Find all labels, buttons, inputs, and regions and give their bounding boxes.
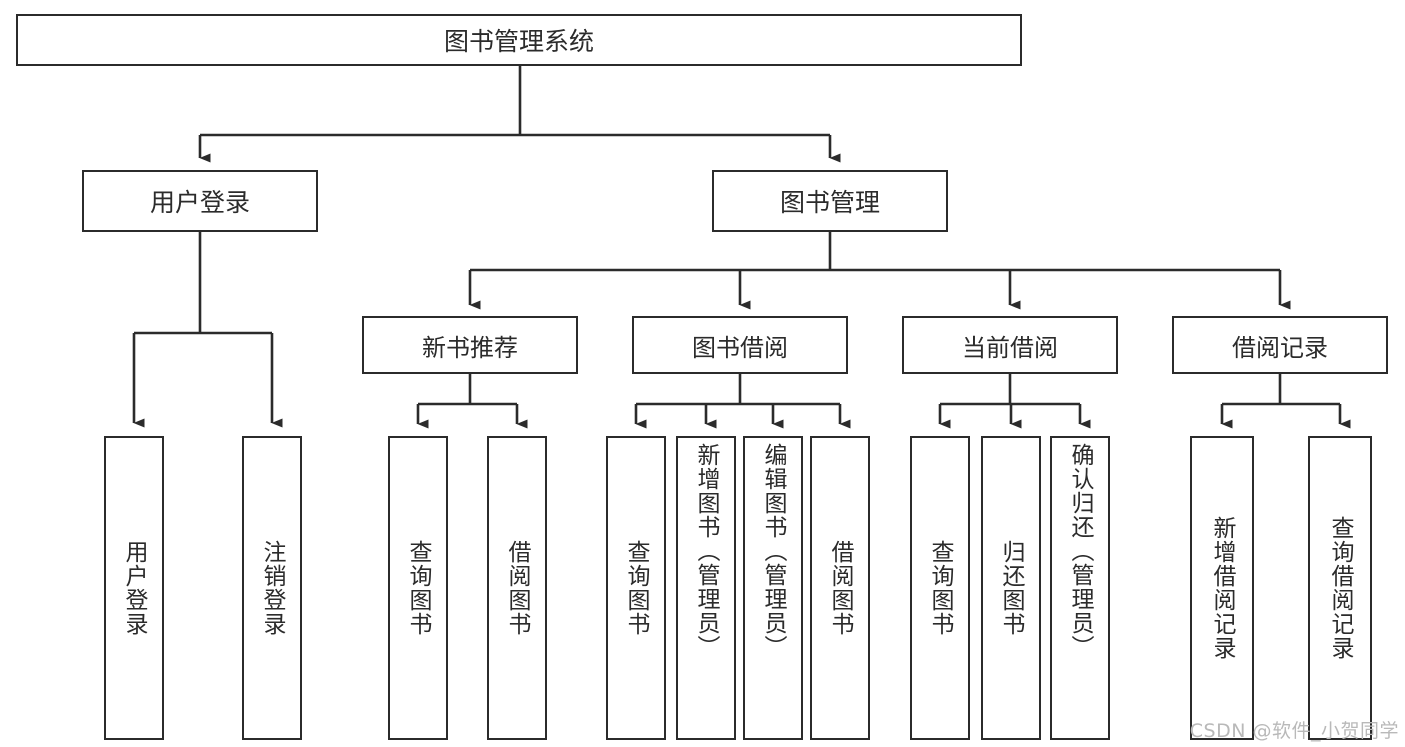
leaf-add-borrow-record[interactable]: 新增借阅记录 [1190,436,1254,740]
leaf-label: 借阅图书 [504,540,531,636]
leaf-label: 查询图书 [927,540,954,636]
node-book-management[interactable]: 图书管理 [712,170,948,232]
leaf-borrow-books[interactable]: 借阅图书 [810,436,870,740]
leaf-add-book-admin[interactable]: 新增图书（管理员） [676,436,736,740]
node-label: 当前借阅 [962,333,1058,362]
node-label: 用户登录 [149,188,250,217]
node-label: 图书管理 [779,188,880,217]
node-user-login[interactable]: 用户登录 [82,170,318,232]
leaf-user-login[interactable]: 用户登录 [104,436,164,740]
leaf-label: 归还图书 [998,540,1025,636]
node-label: 借阅记录 [1232,333,1328,362]
leaf-label: 借阅图书 [827,540,854,636]
leaf-label: 新增图书（管理员） [693,443,720,659]
leaf-confirm-return-admin[interactable]: 确认归还（管理员） [1050,436,1110,740]
node-borrow-records[interactable]: 借阅记录 [1172,316,1388,374]
leaf-label: 查询图书 [405,540,432,636]
leaf-label: 确认归还（管理员） [1067,443,1094,659]
node-label: 图书管理系统 [443,27,594,56]
leaf-return-books[interactable]: 归还图书 [981,436,1041,740]
leaf-borrow-books-recommend[interactable]: 借阅图书 [487,436,547,740]
node-root[interactable]: 图书管理系统 [16,14,1022,66]
node-book-borrow[interactable]: 图书借阅 [632,316,848,374]
leaf-logout[interactable]: 注销登录 [242,436,302,740]
leaf-query-books-recommend[interactable]: 查询图书 [388,436,448,740]
leaf-label: 编辑图书（管理员） [760,443,787,659]
leaf-label: 新增借阅记录 [1209,516,1236,660]
leaf-label: 注销登录 [259,540,286,636]
leaf-query-borrow-record[interactable]: 查询借阅记录 [1308,436,1372,740]
leaf-query-books-borrow[interactable]: 查询图书 [606,436,666,740]
node-current-borrow[interactable]: 当前借阅 [902,316,1118,374]
leaf-label: 查询借阅记录 [1327,516,1354,660]
leaf-label: 查询图书 [623,540,650,636]
watermark-text: CSDN @软件_小贺同学 [1189,720,1399,742]
leaf-edit-book-admin[interactable]: 编辑图书（管理员） [743,436,803,740]
node-new-book-recommend[interactable]: 新书推荐 [362,316,578,374]
leaf-query-books-current[interactable]: 查询图书 [910,436,970,740]
leaf-label: 用户登录 [121,540,148,636]
node-label: 图书借阅 [692,333,788,362]
node-label: 新书推荐 [422,333,518,362]
